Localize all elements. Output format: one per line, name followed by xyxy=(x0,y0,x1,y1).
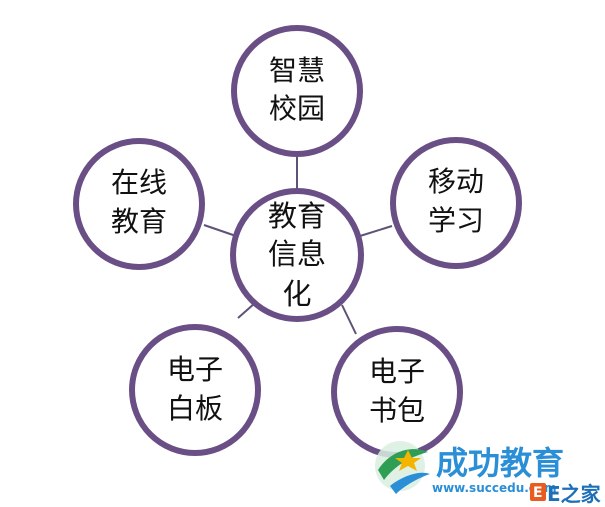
node-online-education: 在线 教育 xyxy=(73,138,205,270)
node-electronic-whiteboard-line2: 白板 xyxy=(167,392,223,425)
node-electronic-schoolbag-line1: 电子 xyxy=(369,355,425,388)
node-online-education-line1: 在线 xyxy=(111,166,167,199)
watermark: 成功教育 www.succedu.com E E之家 xyxy=(375,441,602,506)
node-center-line1: 教育 xyxy=(268,199,326,233)
node-center-line3: 化 xyxy=(282,277,311,311)
node-electronic-schoolbag-line2: 书包 xyxy=(369,394,425,427)
watermark-url: www.succedu.com xyxy=(432,481,557,495)
node-electronic-schoolbag: 电子 书包 xyxy=(331,326,463,458)
node-center: 教育 信息 化 xyxy=(230,188,364,322)
node-mobile-learning-line1: 移动 xyxy=(428,165,484,198)
node-smart-campus-line2: 校园 xyxy=(269,92,325,125)
connector-bottom-right xyxy=(341,304,357,335)
watermark-site-mark: E xyxy=(533,485,543,501)
node-mobile-learning: 移动 学习 xyxy=(390,137,522,269)
node-electronic-whiteboard-line1: 电子 xyxy=(167,353,223,386)
globe-logo-icon xyxy=(375,441,430,494)
node-smart-campus: 智慧 校园 xyxy=(231,25,363,157)
node-online-education-line2: 教育 xyxy=(111,205,167,238)
node-mobile-learning-line2: 学习 xyxy=(428,204,484,237)
watermark-site-name: E之家 xyxy=(547,482,602,506)
connector-bottom-left xyxy=(237,302,256,319)
watermark-brand: 成功教育 xyxy=(436,444,564,482)
node-center-line2: 信息 xyxy=(268,237,326,271)
node-smart-campus-line1: 智慧 xyxy=(269,54,325,87)
connector-right xyxy=(359,225,393,237)
node-electronic-whiteboard: 电子 白板 xyxy=(129,324,261,456)
connector-left xyxy=(203,224,237,237)
site-logo-icon: E xyxy=(530,483,546,501)
